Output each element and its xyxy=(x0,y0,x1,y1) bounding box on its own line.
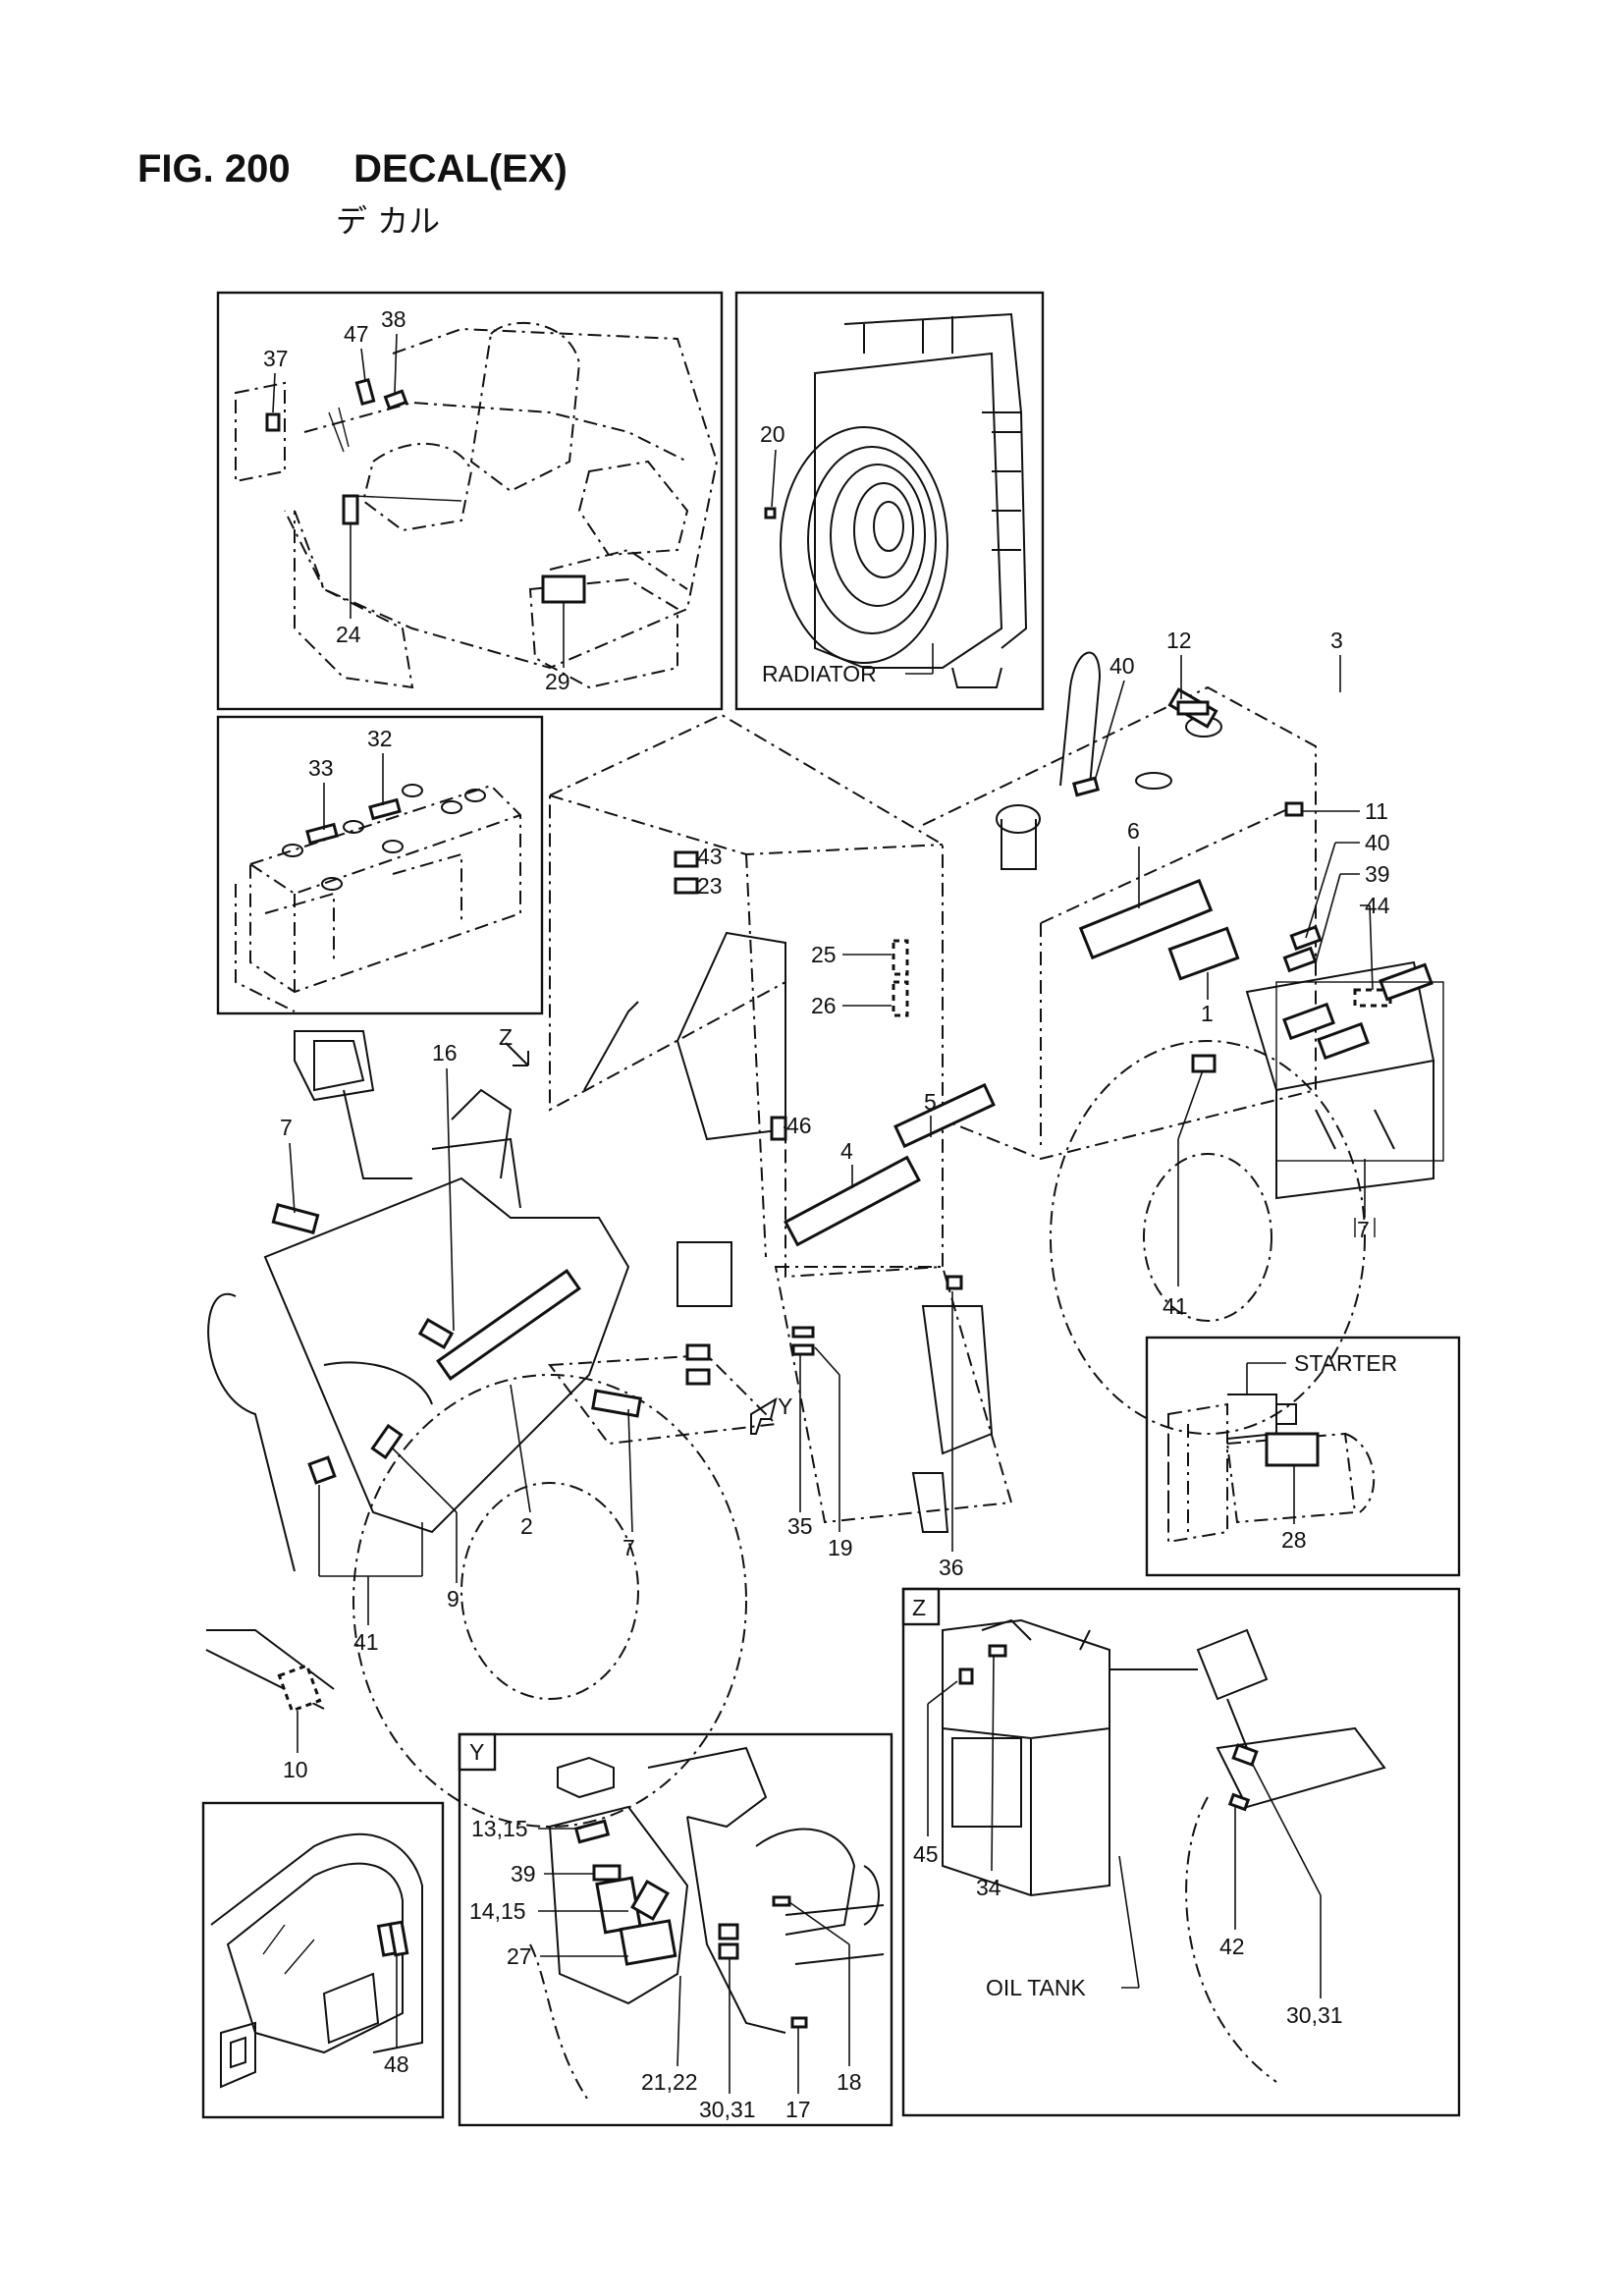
callout-33: 33 xyxy=(308,755,334,781)
z-callout-42: 42 xyxy=(1219,1934,1245,1959)
figure-number: FIG. 200 xyxy=(137,147,291,191)
figure-header: FIG. 200 DECAL(EX) xyxy=(137,147,568,191)
callout-5: 5 xyxy=(924,1089,937,1115)
callout-9: 9 xyxy=(447,1586,460,1612)
y-callout-18: 18 xyxy=(837,2069,862,2095)
callout-24: 24 xyxy=(336,622,361,647)
callout-16: 16 xyxy=(432,1040,458,1066)
y-callout-39: 39 xyxy=(511,1861,536,1886)
callout-47: 47 xyxy=(344,321,369,347)
inset-z-oil-tank xyxy=(901,1587,1461,2117)
callout-10: 10 xyxy=(283,1757,308,1782)
callout-36: 36 xyxy=(939,1555,964,1580)
y-callout-21-22: 21,22 xyxy=(641,2069,698,2095)
label-oil-tank: OIL TANK xyxy=(986,1975,1086,2000)
y-callout-13-15: 13,15 xyxy=(471,1816,528,1841)
callout-26: 26 xyxy=(811,993,837,1018)
y-callout-14-15: 14,15 xyxy=(469,1898,526,1924)
label-radiator: RADIATOR xyxy=(762,661,877,686)
main-machine-body xyxy=(205,651,1444,1828)
callout-40a: 40 xyxy=(1109,653,1135,679)
figure-title-japanese: デ カル xyxy=(336,202,441,240)
inset-cab-window xyxy=(201,1801,445,2119)
arrow-y-label: Y xyxy=(778,1394,792,1419)
callout-19: 19 xyxy=(828,1535,853,1560)
callout-40b: 40 xyxy=(1365,830,1390,855)
callout-20: 20 xyxy=(760,421,785,447)
callout-7a: 7 xyxy=(280,1115,293,1140)
figure-title: DECAL(EX) xyxy=(353,147,568,191)
callout-1: 1 xyxy=(1201,1001,1214,1026)
y-callout-17: 17 xyxy=(785,2097,811,2122)
callout-6: 6 xyxy=(1127,818,1140,844)
callout-41b: 41 xyxy=(353,1629,379,1655)
callout-41a: 41 xyxy=(1163,1293,1188,1319)
callout-48: 48 xyxy=(384,2051,409,2077)
callout-28: 28 xyxy=(1281,1527,1307,1553)
callout-43: 43 xyxy=(697,844,723,869)
callout-46: 46 xyxy=(786,1113,812,1138)
y-callout-27: 27 xyxy=(507,1943,532,1969)
y-callout-30-31: 30,31 xyxy=(699,2097,756,2122)
inset-y-detail xyxy=(458,1732,893,2127)
callout-35: 35 xyxy=(787,1513,813,1539)
inset-operator-seat xyxy=(216,291,724,711)
z-callout-45: 45 xyxy=(913,1841,939,1867)
callout-12: 12 xyxy=(1166,628,1192,653)
z-tag: Z xyxy=(912,1595,926,1620)
inset-battery xyxy=(216,715,544,1015)
z-callout-34: 34 xyxy=(976,1875,1001,1900)
callout-37: 37 xyxy=(263,346,289,371)
arrow-z-label: Z xyxy=(499,1024,513,1050)
callout-7c: 7 xyxy=(1357,1217,1370,1242)
callout-7b: 7 xyxy=(622,1535,635,1560)
z-callout-30-31: 30,31 xyxy=(1286,2002,1343,2028)
callout-38: 38 xyxy=(381,306,406,332)
callout-3: 3 xyxy=(1330,628,1343,653)
callout-32: 32 xyxy=(367,726,393,751)
callout-4: 4 xyxy=(840,1138,853,1164)
callout-2: 2 xyxy=(520,1513,533,1539)
callout-23: 23 xyxy=(697,873,723,899)
callout-29: 29 xyxy=(545,669,570,694)
inset-starter xyxy=(1145,1336,1461,1577)
label-starter: STARTER xyxy=(1294,1350,1397,1376)
inset-radiator xyxy=(734,291,1045,711)
callout-11: 11 xyxy=(1365,798,1388,824)
callout-39: 39 xyxy=(1365,861,1390,887)
y-tag: Y xyxy=(469,1739,484,1765)
callout-25: 25 xyxy=(811,942,837,967)
